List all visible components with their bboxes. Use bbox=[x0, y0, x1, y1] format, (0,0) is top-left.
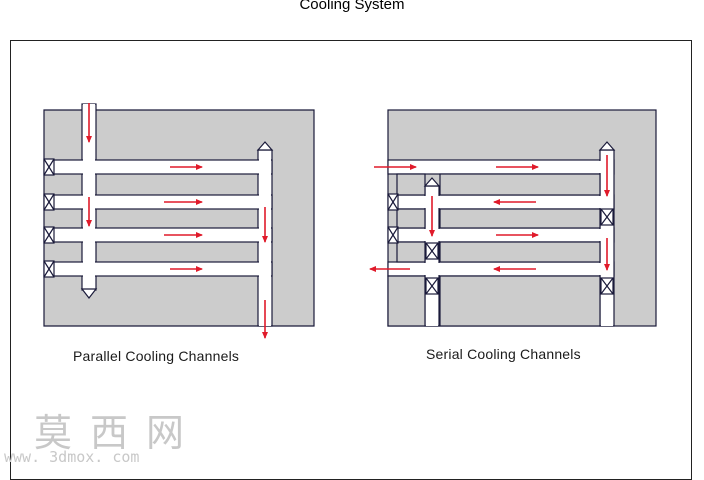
drill-tip-icon bbox=[598, 141, 616, 151]
plug-icon bbox=[425, 277, 439, 295]
drill-tip-icon bbox=[80, 288, 98, 299]
diagram-title: Cooling System bbox=[299, 0, 405, 13]
parallel-arrows bbox=[86, 103, 268, 339]
plug-icon bbox=[43, 193, 55, 211]
parallel-plugs bbox=[43, 158, 55, 278]
plug-icon bbox=[600, 208, 614, 226]
watermark-url: www. 3dmox. com bbox=[4, 448, 140, 466]
cooling-diagram bbox=[43, 103, 657, 339]
plug-icon bbox=[43, 226, 55, 244]
plug-icon bbox=[425, 242, 439, 260]
drill-tip-icon bbox=[256, 141, 274, 151]
serial-plugs bbox=[387, 193, 614, 295]
drill-tip-icon bbox=[423, 177, 441, 187]
watermark-logo: 莫西网 bbox=[34, 411, 203, 455]
serial-caption: Serial Cooling Channels bbox=[426, 346, 581, 362]
parallel-caption: Parallel Cooling Channels bbox=[73, 348, 240, 364]
plug-icon bbox=[600, 277, 614, 295]
plug-icon bbox=[43, 260, 55, 278]
plug-icon bbox=[387, 193, 399, 211]
plug-icon bbox=[43, 158, 55, 176]
plug-icon bbox=[387, 226, 399, 244]
serial-arrows bbox=[369, 155, 610, 272]
